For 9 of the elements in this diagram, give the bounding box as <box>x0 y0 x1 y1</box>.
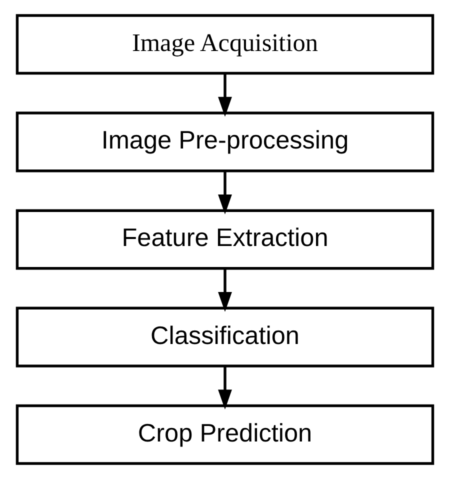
arrow <box>218 73 232 117</box>
arrow <box>218 170 232 214</box>
arrow <box>218 268 232 312</box>
node-box: Feature Extraction <box>15 209 434 270</box>
node-box: Classification <box>15 306 434 368</box>
node-box: Image Pre-processing <box>15 112 434 172</box>
node-box: Crop Prediction <box>15 404 434 465</box>
arrow <box>218 366 232 410</box>
node-box: Image Acquisition <box>15 14 434 75</box>
